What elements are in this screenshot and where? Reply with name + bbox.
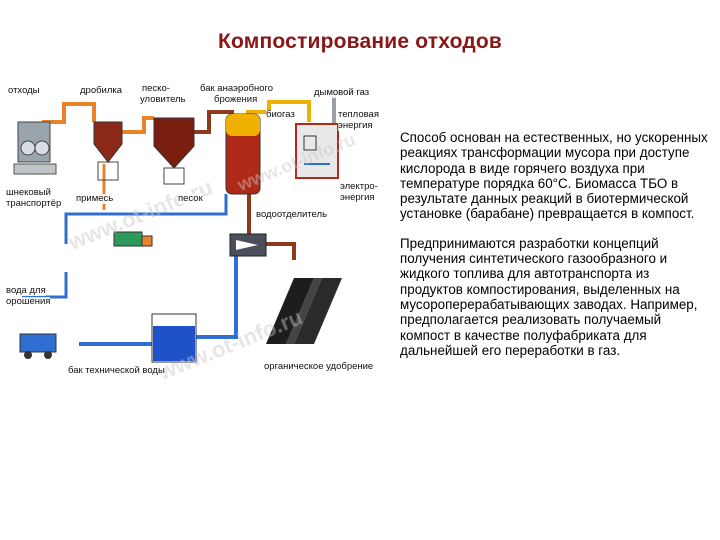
fertilizer-pile-2 <box>294 278 342 344</box>
label-crusher: дробилка <box>80 85 123 96</box>
generator <box>295 123 339 179</box>
label-impurity: примесь <box>76 193 114 204</box>
page-title: Компостирование отходов <box>217 30 503 53</box>
paragraph-1: Способ основан на естественных, но ускор… <box>400 130 708 222</box>
sandtrap-body <box>153 117 195 169</box>
label-tech-water-tank: бак технической воды <box>68 365 165 376</box>
label-irrigation-2: орошения <box>6 296 51 307</box>
label-electric-2: энергия <box>340 192 375 203</box>
sandtrap-legs <box>163 167 185 185</box>
label-sandtrap-2: уловитель <box>140 94 186 105</box>
label-screw-1: шнековый <box>6 187 51 198</box>
label-biogas: биогаз <box>266 109 295 120</box>
diagram-graphics <box>4 82 382 378</box>
label-sand: песок <box>178 193 203 204</box>
label-fertilizer: органическое удобрение <box>264 361 374 372</box>
screw-base <box>13 163 57 175</box>
tech-water <box>153 326 195 361</box>
pipe-biogas <box>246 100 311 122</box>
label-anaerobic-2: брожения <box>214 94 258 105</box>
label-electric-1: электро- <box>340 181 378 192</box>
description-text: Способ основан на естественных, но ускор… <box>400 130 714 372</box>
label-irrigation-1: вода для <box>6 285 46 296</box>
irrigation-truck <box>19 333 57 353</box>
label-screw-2: транспортёр <box>6 198 62 209</box>
crusher-body <box>93 121 123 163</box>
crusher-legs <box>97 161 119 181</box>
generator-panel <box>303 135 317 151</box>
separator-arrow <box>236 240 258 250</box>
fertilizer-pile-1 <box>266 278 314 344</box>
label-water-separator: водоотделитель <box>256 209 328 220</box>
pipe-separator-to-fertilizer <box>266 242 296 260</box>
label-heat-2: энергия <box>338 120 373 131</box>
roller-2 <box>34 140 50 156</box>
label-waste: отходы <box>8 85 40 96</box>
composting-diagram: www.ot-info.ru www.ot-info.ru www.ot-inf… <box>4 82 382 385</box>
paragraph-2: Предпринимаются разработки концепций пол… <box>400 235 698 358</box>
pipe-separator-to-water <box>196 254 238 339</box>
pipe-crusher-to-sandtrap <box>122 116 154 134</box>
tank-gas-layer <box>226 114 260 136</box>
pipe-blue-top <box>64 194 228 244</box>
label-heat-1: тепловая <box>338 109 379 120</box>
roller-1 <box>20 140 36 156</box>
label-sandtrap-1: песко- <box>142 83 170 94</box>
pipe-sandtrap-to-tank <box>194 110 234 134</box>
label-anaerobic-1: бак анаэробного <box>200 83 274 94</box>
label-flue-gas: дымовой газ <box>314 87 370 98</box>
